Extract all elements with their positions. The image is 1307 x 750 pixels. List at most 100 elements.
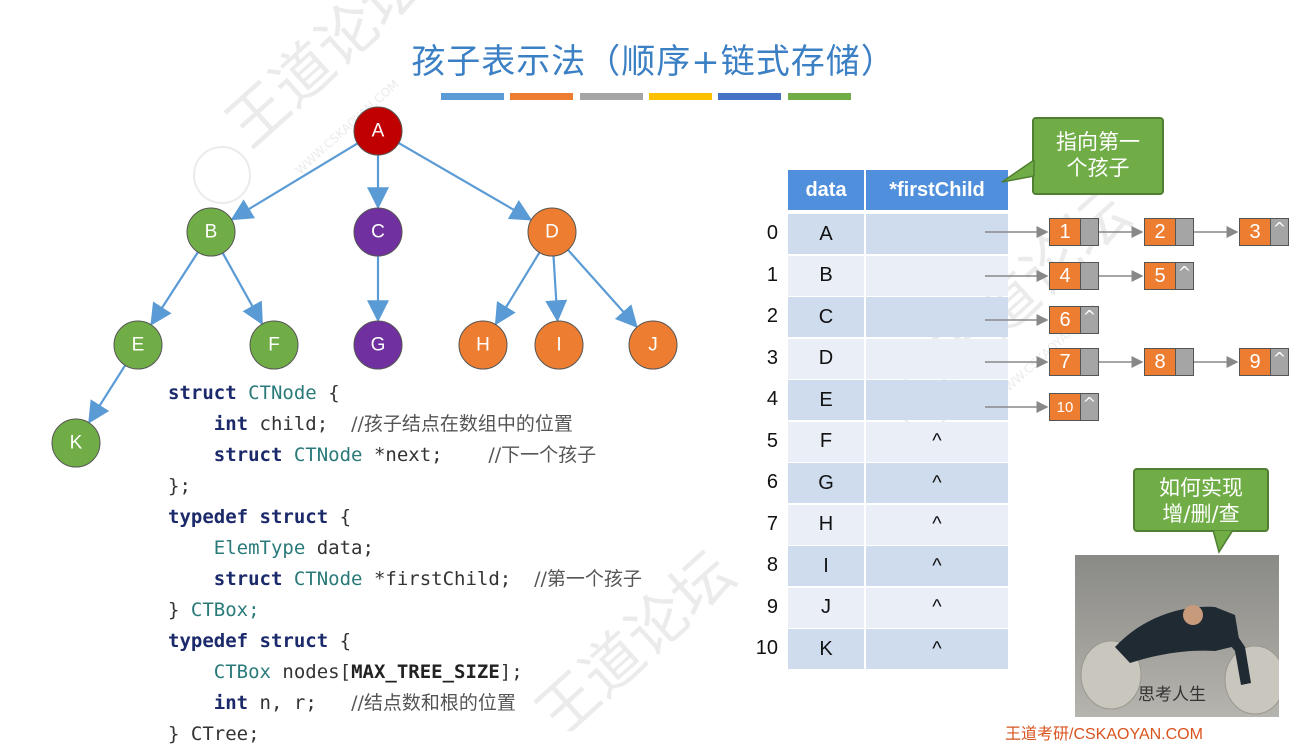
row-index-9: 9 bbox=[766, 595, 778, 618]
code-line-3: struct CTNode *next; //下一个孩子 bbox=[213, 444, 597, 466]
list-node-next bbox=[1176, 348, 1194, 376]
list-node-6: 6^ bbox=[1049, 306, 1099, 334]
tree-node-circle bbox=[527, 207, 577, 257]
tree-node-K: K bbox=[51, 418, 101, 468]
cell-firstchild-6: ^ bbox=[866, 463, 1008, 503]
tree-node-label: B bbox=[205, 222, 218, 243]
tree-node-label: C bbox=[371, 222, 385, 243]
cell-firstchild-7: ^ bbox=[866, 504, 1008, 545]
code-line-8: } CTBox; bbox=[168, 599, 260, 621]
cell-firstchild-1 bbox=[866, 255, 1008, 296]
cell-data-6: G bbox=[788, 463, 864, 503]
cell-firstchild-8: ^ bbox=[866, 546, 1008, 586]
tree-edge-E-K bbox=[88, 364, 127, 424]
tree-edge-D-H bbox=[494, 251, 541, 326]
callout-how-line1: 如何实现 bbox=[1159, 476, 1243, 500]
tree-node-G: G bbox=[353, 320, 403, 370]
list-node-value: 9 bbox=[1239, 348, 1271, 376]
row-index-0: 0 bbox=[766, 222, 778, 244]
thinking-photo bbox=[1075, 555, 1279, 717]
list-node-value: 7 bbox=[1049, 348, 1081, 376]
row-index-7: 7 bbox=[766, 512, 778, 535]
cell-firstchild-2 bbox=[866, 297, 1008, 337]
cell-data-5: F bbox=[788, 421, 864, 462]
title-bar-4 bbox=[649, 93, 712, 100]
page-title: 孩子表示法（顺序+链式存储） bbox=[411, 42, 896, 82]
cell-data-4: E bbox=[788, 380, 864, 420]
list-node-5: 5^ bbox=[1144, 262, 1194, 290]
cell-data-1: B bbox=[788, 255, 864, 296]
title-bar-1 bbox=[441, 93, 504, 100]
list-node-value: 10 bbox=[1049, 393, 1081, 421]
row-index-2: 2 bbox=[766, 305, 778, 327]
callout-how-line2: 增/删/查 bbox=[1162, 502, 1240, 526]
tree-node-B: B bbox=[186, 207, 236, 257]
cell-data-10: K bbox=[788, 629, 864, 669]
tree-node-C: C bbox=[353, 207, 403, 257]
row-index-3: 3 bbox=[766, 346, 778, 369]
tree-node-F: F bbox=[249, 320, 299, 370]
cell-data-3: D bbox=[788, 338, 864, 379]
tree-node-circle bbox=[186, 207, 236, 257]
list-node-3: 3^ bbox=[1239, 218, 1289, 246]
tree-node-D: D bbox=[527, 207, 577, 257]
cell-firstchild-0 bbox=[866, 214, 1008, 254]
callout-first-child-pointer bbox=[1001, 160, 1035, 183]
list-node-value: 8 bbox=[1144, 348, 1176, 376]
list-node-1: 1 bbox=[1049, 218, 1099, 246]
callout-first-child-line1: 指向第一 bbox=[1056, 130, 1140, 154]
list-node-next: ^ bbox=[1271, 348, 1289, 376]
cell-firstchild-9: ^ bbox=[866, 587, 1008, 628]
cell-firstchild-10: ^ bbox=[866, 629, 1008, 669]
list-node-4: 4 bbox=[1049, 262, 1099, 290]
list-node-next bbox=[1081, 262, 1099, 290]
tree-edge-B-E bbox=[150, 251, 199, 326]
row-index-5: 5 bbox=[766, 429, 778, 452]
list-node-7: 7 bbox=[1049, 348, 1099, 376]
row-index-10: 10 bbox=[755, 637, 778, 659]
callout-first-child: 指向第一 个孩子 bbox=[1032, 117, 1164, 195]
tree-node-circle bbox=[458, 320, 508, 370]
cell-data-2: C bbox=[788, 297, 864, 337]
code-line-1: struct CTNode { bbox=[168, 382, 340, 404]
tree-edge-A-D bbox=[398, 142, 533, 221]
code-line-11: int n, r; //结点数和根的位置 bbox=[213, 692, 516, 714]
tree-node-label: F bbox=[268, 335, 280, 356]
code-line-9: typedef struct { bbox=[168, 630, 352, 652]
list-arrows bbox=[985, 226, 1239, 413]
header-firstchild: *firstChild bbox=[866, 170, 1008, 210]
code-line-7: struct CTNode *firstChild; //第一个孩子 bbox=[213, 568, 642, 590]
row-index-4: 4 bbox=[766, 388, 778, 410]
tree-node-label: E bbox=[132, 335, 145, 356]
list-node-next: ^ bbox=[1081, 306, 1099, 334]
tree-node-circle bbox=[534, 320, 584, 370]
header-data: data bbox=[788, 170, 864, 210]
list-node-value: 2 bbox=[1144, 218, 1176, 246]
row-index-1: 1 bbox=[766, 263, 778, 286]
list-node-next: ^ bbox=[1271, 218, 1289, 246]
tree-node-label: A bbox=[372, 121, 385, 142]
list-node-value: 5 bbox=[1144, 262, 1176, 290]
list-node-next bbox=[1081, 348, 1099, 376]
code-line-6: ElemType data; bbox=[213, 537, 374, 559]
cell-data-9: J bbox=[788, 587, 864, 628]
callout-first-child-line2: 个孩子 bbox=[1066, 156, 1130, 180]
title-bar-3 bbox=[580, 93, 643, 100]
code-line-10: CTBox nodes[MAX_TREE_SIZE]; bbox=[213, 661, 523, 683]
tree-node-circle bbox=[353, 320, 403, 370]
cell-firstchild-5: ^ bbox=[866, 421, 1008, 462]
tree-node-E: E bbox=[113, 320, 163, 370]
list-node-10: 10^ bbox=[1049, 393, 1099, 421]
code-line-5: typedef struct { bbox=[168, 506, 352, 528]
footer-brand: 王道考研/CSKAOYAN.COM bbox=[1005, 726, 1203, 743]
list-node-next bbox=[1176, 218, 1194, 246]
list-node-9: 9^ bbox=[1239, 348, 1289, 376]
tree-edge-A-B bbox=[230, 142, 359, 221]
photo-caption: 思考人生 bbox=[1138, 685, 1206, 705]
title-bar-5 bbox=[718, 93, 781, 100]
tree-node-label: J bbox=[648, 335, 658, 356]
cell-firstchild-3 bbox=[866, 338, 1008, 379]
tree-edge-B-F bbox=[221, 252, 263, 326]
title-bar-6 bbox=[788, 93, 851, 100]
